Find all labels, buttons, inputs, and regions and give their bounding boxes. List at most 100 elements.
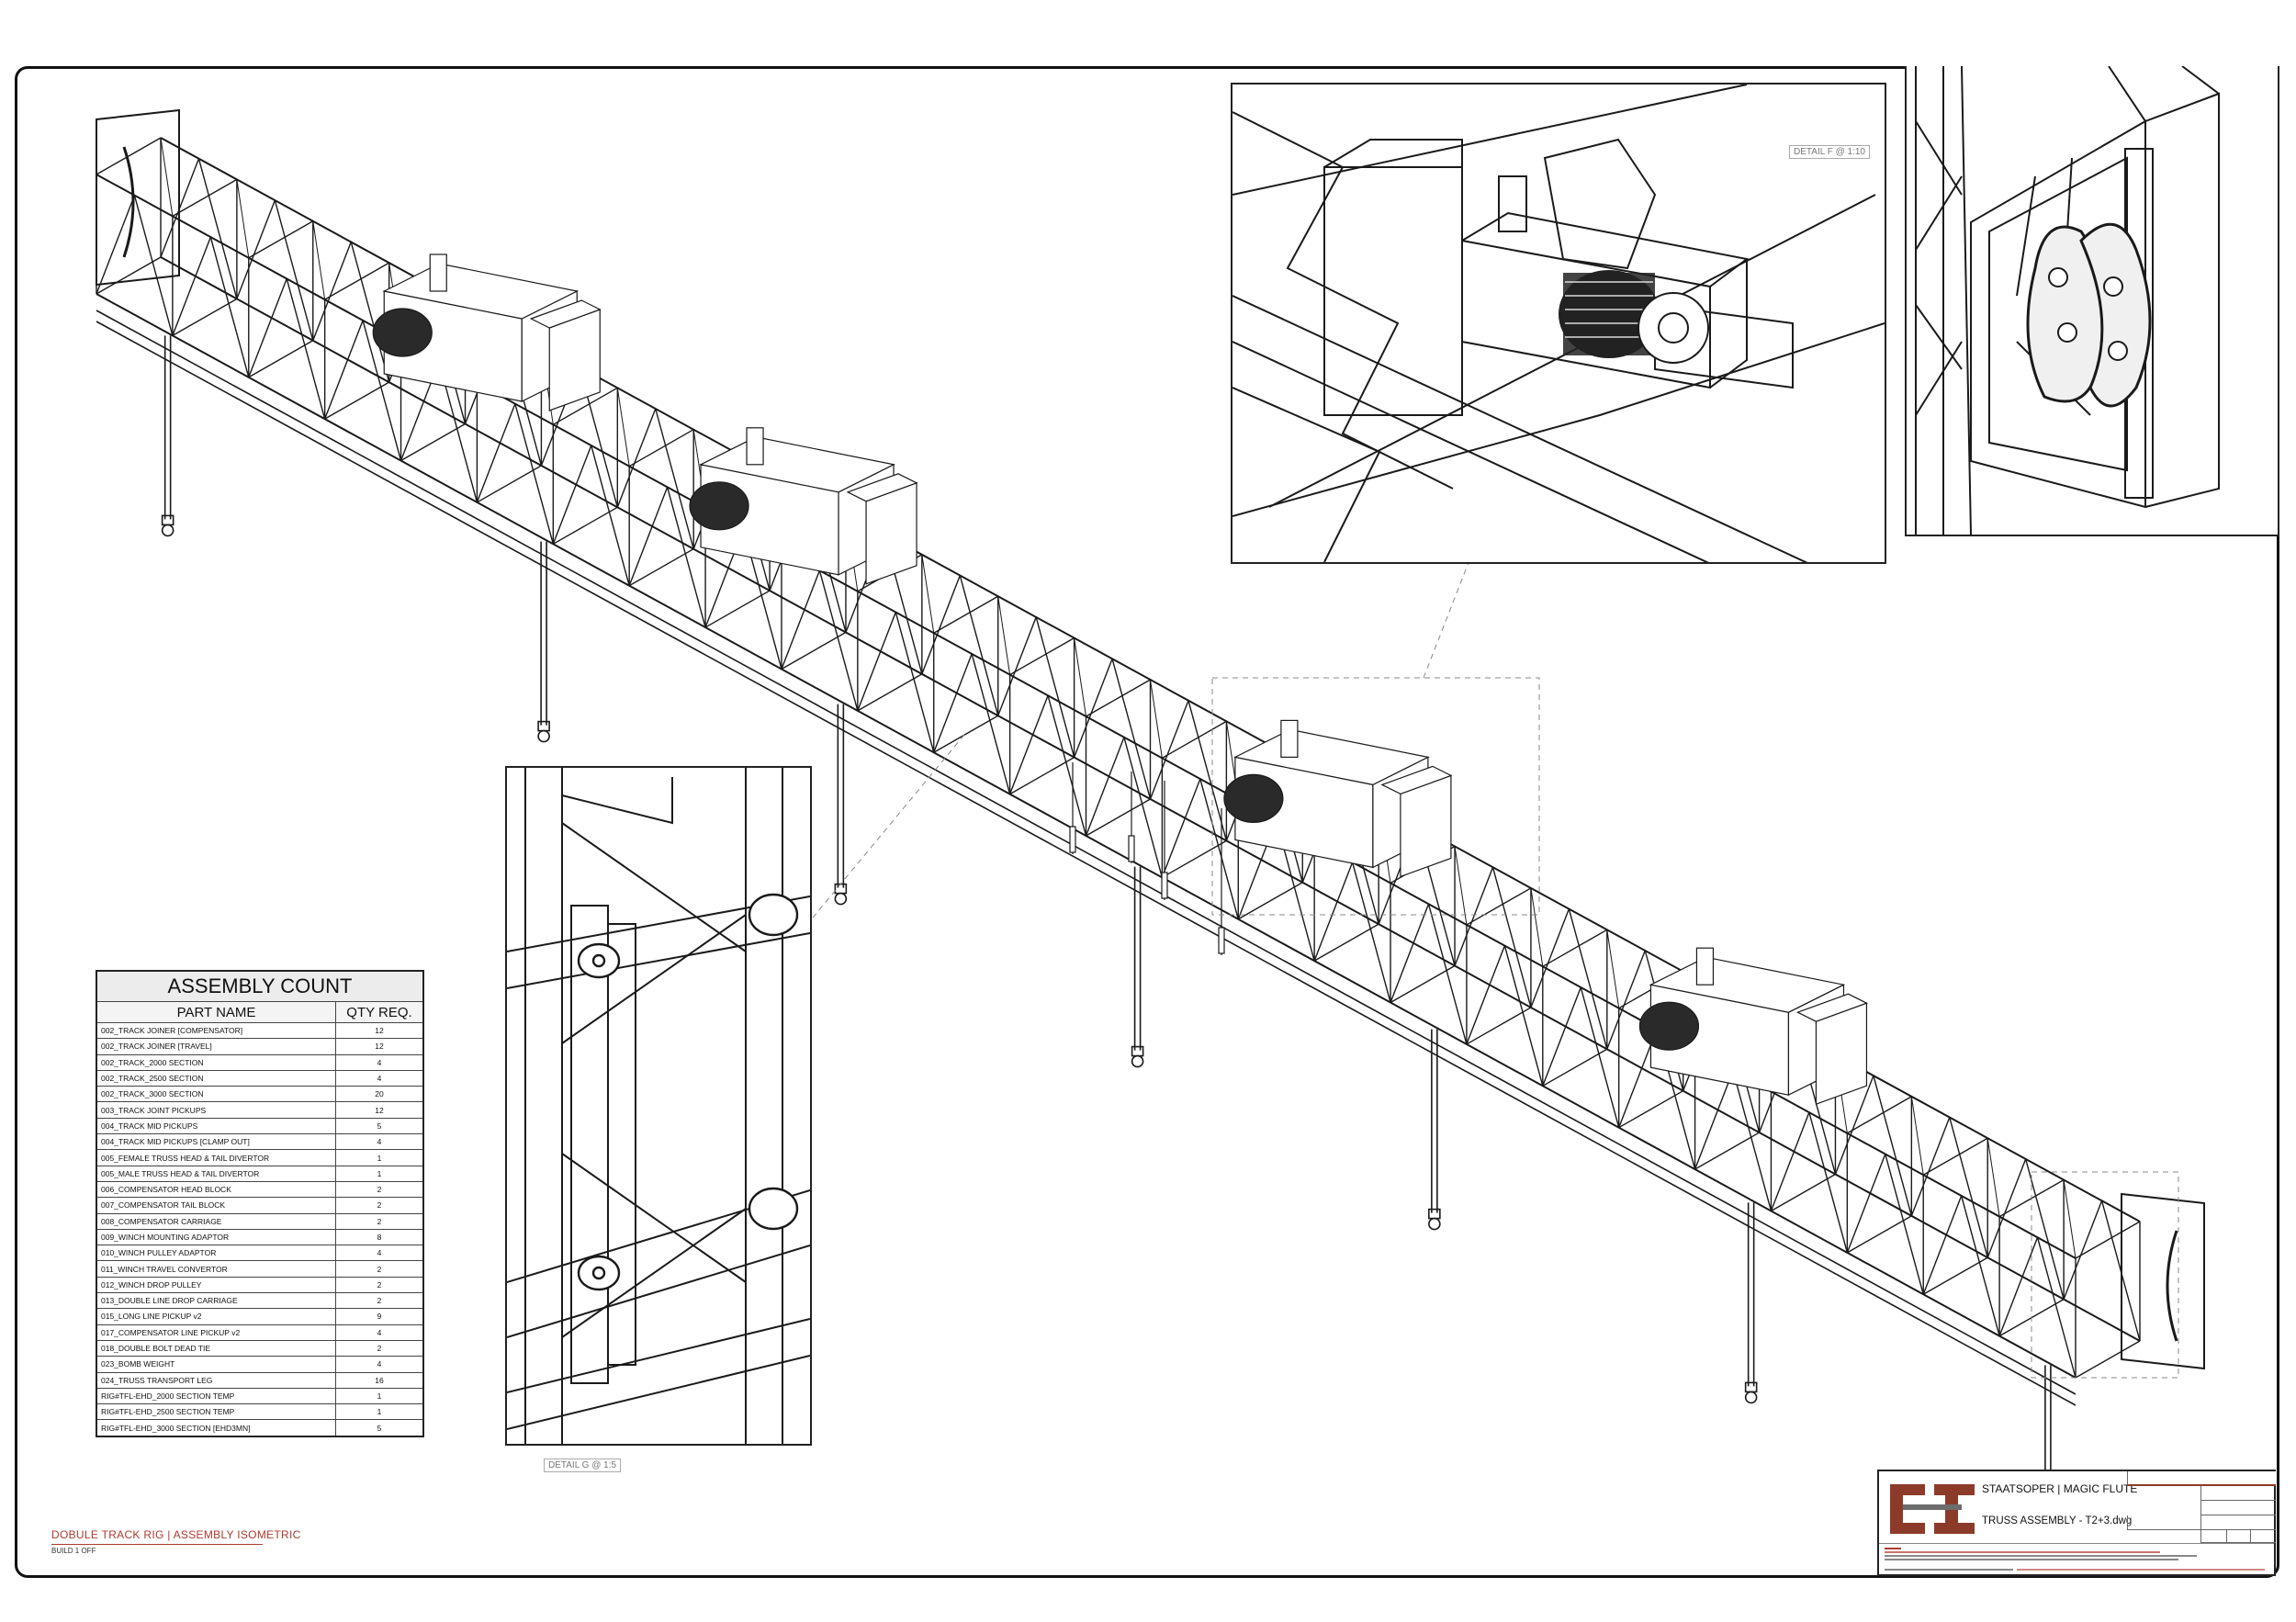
truss-top-diagonal	[1074, 637, 1086, 717]
truss-crossbar	[1086, 679, 1151, 717]
detail-f-label: DETAIL F @ 1:10	[1789, 145, 1870, 159]
truss-diagonal	[552, 445, 592, 545]
track-rail	[96, 321, 2077, 1406]
castor-bracket	[161, 514, 174, 526]
truss-diagonal	[362, 320, 402, 461]
truss-diagonal	[616, 408, 657, 508]
track-rail	[96, 310, 2077, 1395]
part-name-cell: 007_COMPENSATOR TAIL BLOCK	[96, 1197, 336, 1214]
detail-f-callout-box	[1211, 677, 1540, 916]
truss-crossbar	[1922, 1256, 1988, 1295]
truss-diagonal	[2063, 1200, 2103, 1300]
truss-diagonal	[312, 242, 352, 342]
truss-crossbar	[1086, 798, 1151, 837]
truss-divertor	[96, 108, 180, 287]
truss-top-diagonal	[312, 220, 326, 300]
detail-g-label-outer: DETAIL G @ 1:5	[544, 1459, 622, 1472]
qty-cell: 5	[335, 1117, 424, 1135]
truss-crossbar	[1618, 1090, 1684, 1129]
truss-diagonal	[514, 403, 554, 545]
qty-cell: 4	[335, 1053, 424, 1071]
truss-crossbar	[1237, 882, 1303, 920]
truss-crossbar	[1313, 923, 1379, 962]
truss-diagonal	[1111, 659, 1152, 800]
castor-wheel	[1131, 1054, 1144, 1068]
part-name-cell: 002_TRACK JOINER [TRAVEL]	[96, 1038, 336, 1055]
part-name-cell: 013_DOUBLE LINE DROP CARRIAGE	[96, 1292, 336, 1310]
truss-crossbar	[1466, 887, 1532, 926]
truss-top-diagonal	[1606, 929, 1620, 1008]
truss-diagonal	[1466, 945, 1506, 1045]
truss-top-diagonal	[997, 596, 1011, 675]
bomb-weight	[1218, 927, 1225, 954]
truss-diagonal	[655, 408, 694, 549]
qty-cell: 20	[335, 1086, 424, 1103]
truss-diagonal	[1530, 908, 1570, 1008]
qty-cell: 4	[335, 1356, 424, 1373]
truss-diagonal	[1808, 1111, 1849, 1254]
truss-diagonal	[1846, 1154, 1886, 1254]
truss-diagonal	[895, 612, 935, 753]
truss-diagonal	[1187, 700, 1228, 841]
truss-diagonal	[172, 236, 211, 336]
detail-end-callout-box	[2031, 1171, 2179, 1379]
truss-crossbar	[552, 506, 618, 545]
truss-crossbar	[1846, 1215, 1912, 1254]
sheet-title-rule	[51, 1544, 263, 1545]
part-name-cell: 008_COMPENSATOR CARRIAGE	[96, 1212, 336, 1230]
part-name-cell: 017_COMPENSATOR LINE PICKUP v2	[96, 1324, 336, 1341]
truss-crossbar	[172, 298, 238, 336]
table-row: RIG#TFL-EHD_3000 SECTION [EHD3MN]5	[96, 1419, 424, 1437]
truss-crossbar	[1162, 839, 1227, 878]
truss-diagonal	[971, 653, 1011, 794]
truss-top-diagonal	[1454, 846, 1468, 925]
drop-lines	[1069, 762, 1225, 955]
qty-cell: 2	[335, 1276, 424, 1294]
truss-top-diagonal	[236, 179, 250, 258]
qty-cell: 16	[335, 1371, 424, 1389]
truss-diagonal	[248, 278, 287, 378]
qty-cell: 12	[335, 1021, 424, 1040]
truss-diagonal	[1910, 1117, 1951, 1217]
truss-diagonal	[591, 445, 630, 586]
truss-top-diagonal	[1530, 887, 1544, 967]
bomb-weight	[1128, 835, 1135, 862]
part-name-cell: 002_TRACK_3000 SECTION	[96, 1086, 336, 1103]
assembly-count-table: ASSEMBLY COUNT PART NAME QTY REQ. 002_TR…	[96, 970, 424, 1437]
title-block-notes	[1879, 1543, 2274, 1577]
castor-wheel	[1428, 1217, 1441, 1231]
truss-diagonal	[1960, 1195, 2000, 1336]
part-name-cell: 012_WINCH DROP PULLEY	[96, 1276, 336, 1294]
qty-cell: 4	[335, 1245, 424, 1262]
castor-wheel	[834, 892, 848, 906]
part-name-cell: 003_TRACK JOINT PICKUPS	[96, 1101, 336, 1119]
truss-diagonal	[1123, 737, 1164, 878]
truss-top-diagonal	[2063, 1179, 2077, 1259]
truss-crossbar	[1542, 1048, 1608, 1087]
column-header-qty: QTY REQ.	[335, 1001, 424, 1023]
truss-crossbar	[96, 137, 162, 175]
truss-diagonal	[1949, 1117, 1988, 1258]
winch-motor	[429, 253, 447, 292]
winch-drum	[372, 308, 433, 357]
sheet-subtitle: BUILD 1 OFF	[51, 1547, 96, 1555]
part-name-cell: 002_TRACK_2500 SECTION	[96, 1069, 336, 1087]
winch-unit	[689, 427, 918, 585]
castor-wheel	[537, 729, 550, 743]
truss-top-diagonal	[616, 388, 630, 467]
part-name-cell: 015_LONG LINE PICKUP v2	[96, 1308, 336, 1325]
qty-cell: 1	[335, 1165, 424, 1182]
sheet-title: DOBULE TRACK RIG | ASSEMBLY ISOMETRIC	[51, 1528, 301, 1541]
truss-crossbar	[781, 631, 847, 670]
truss-diagonal	[274, 199, 314, 341]
part-name-cell: 004_TRACK MID PICKUPS [CLAMP OUT]	[96, 1133, 336, 1151]
truss-diagonal	[1073, 659, 1113, 758]
truss-diagonal	[1580, 986, 1620, 1128]
